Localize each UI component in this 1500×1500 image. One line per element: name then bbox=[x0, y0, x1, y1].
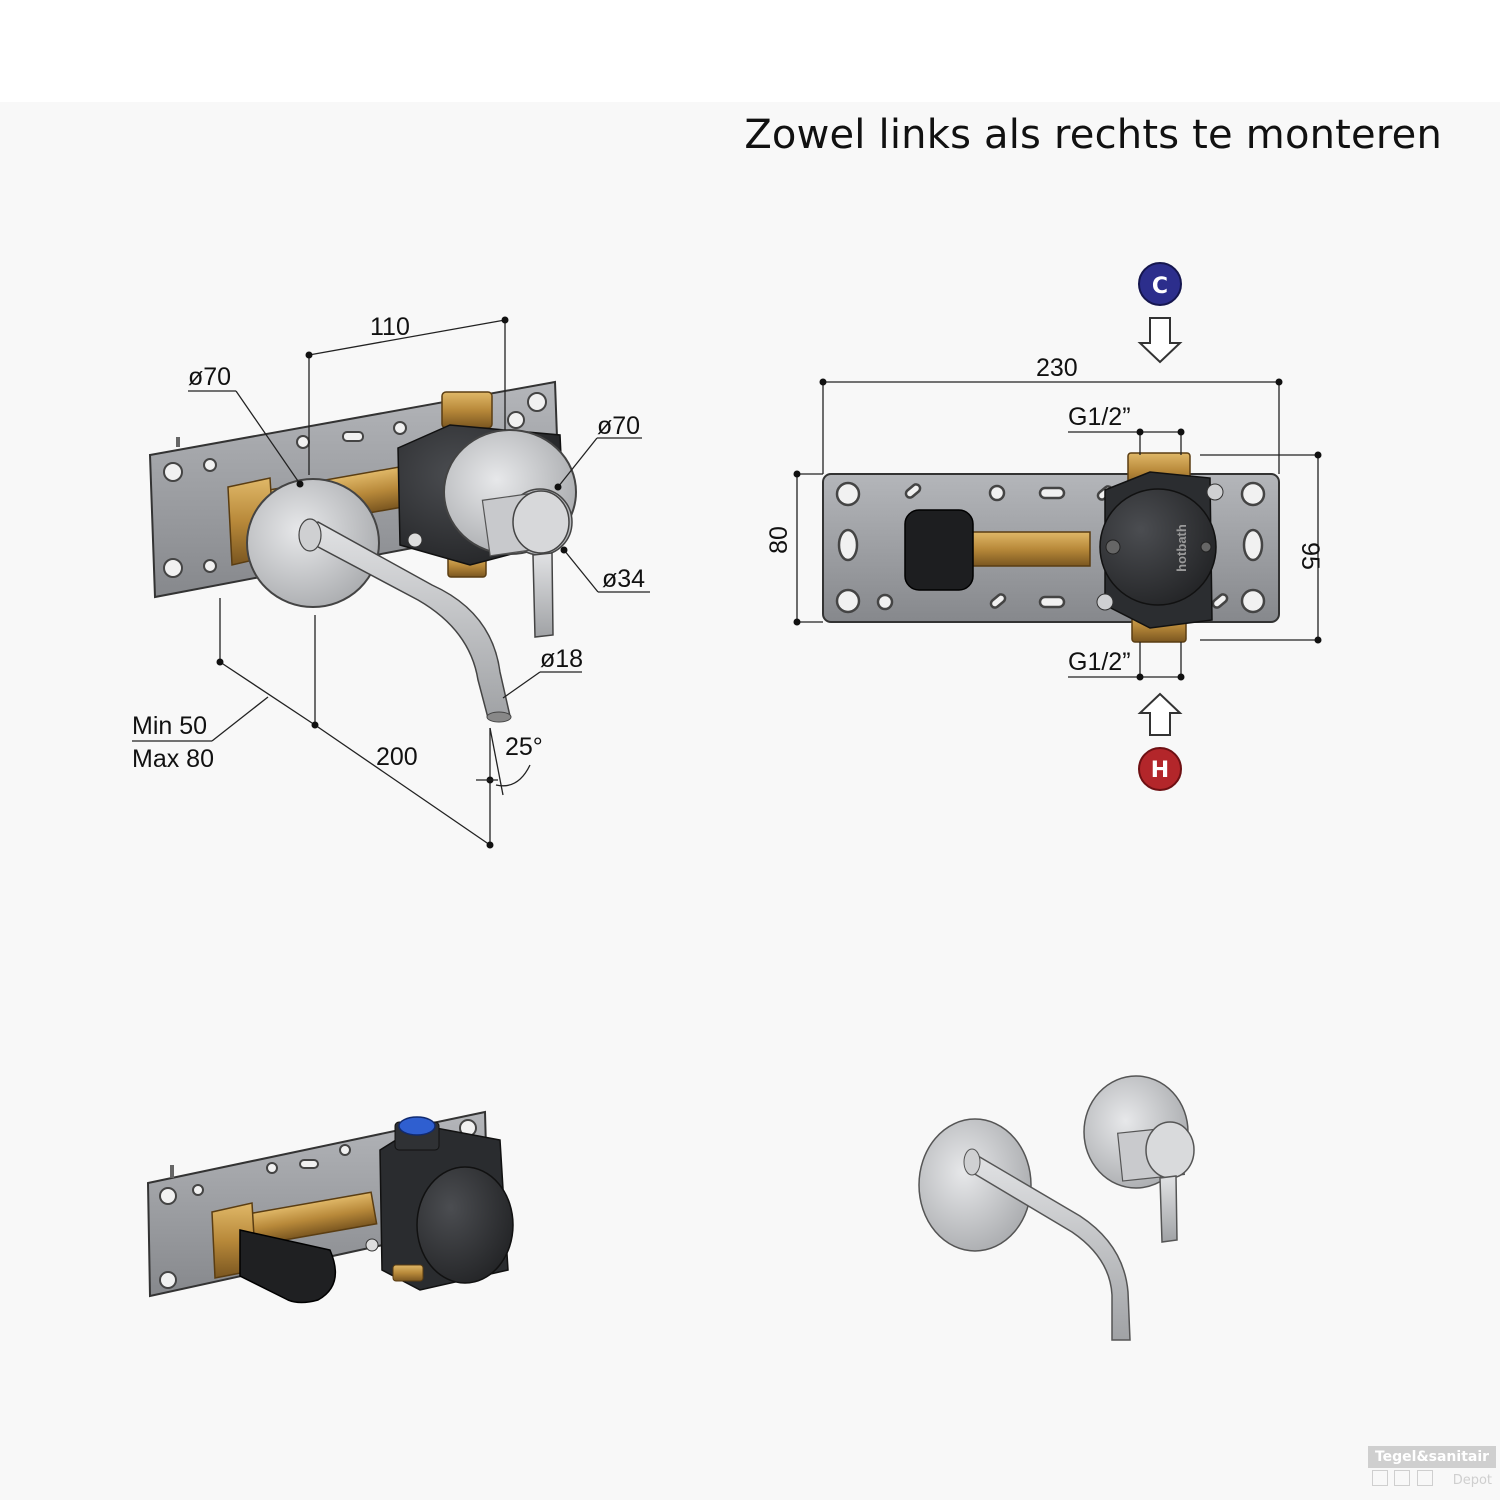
mixer-lever bbox=[532, 552, 554, 638]
concealed-body-perspective bbox=[146, 1110, 514, 1304]
dimension-lines-right bbox=[793, 378, 1322, 681]
label-thread-bottom: G1/2” bbox=[1068, 648, 1131, 676]
label-230: 230 bbox=[1036, 354, 1078, 382]
dimension-lines-left bbox=[132, 316, 650, 849]
square-icon bbox=[1394, 1470, 1411, 1486]
label-dia34: ø34 bbox=[602, 565, 645, 593]
label-110: 110 bbox=[370, 313, 410, 341]
watermark-logo: Tegel&sanitair Depot bbox=[1368, 1446, 1496, 1496]
dimension-labels-right: 230 G1/2” G1/2” 80 95 bbox=[765, 354, 1324, 676]
label-dia70-left: ø70 bbox=[188, 363, 231, 391]
top-brass-nut bbox=[441, 391, 493, 429]
label-min: Min 50 bbox=[132, 712, 207, 740]
label-angle: 25° bbox=[505, 733, 543, 761]
valve-body-front bbox=[1099, 488, 1217, 606]
hot-icon bbox=[1138, 747, 1182, 791]
square-icon-2 bbox=[1416, 1470, 1433, 1486]
valve-cap bbox=[416, 1166, 514, 1284]
label-dia70-right: ø70 bbox=[597, 412, 640, 440]
label-max: Max 80 bbox=[132, 745, 214, 773]
lever-finished bbox=[1159, 1175, 1178, 1243]
arrow-up-icon bbox=[1137, 692, 1183, 736]
brand-print: hotbath bbox=[1174, 524, 1189, 572]
finished-tap-perspective bbox=[918, 1075, 1195, 1341]
outlet-plug bbox=[239, 1229, 337, 1304]
spout-finished bbox=[966, 1155, 1131, 1341]
arrow-down-icon bbox=[1137, 317, 1183, 364]
hot-water-indicator: H bbox=[1137, 692, 1183, 791]
brass-pipe-front bbox=[959, 531, 1091, 567]
cold-label: C bbox=[1152, 274, 1168, 299]
spout bbox=[303, 521, 511, 719]
label-80: 80 bbox=[765, 526, 793, 554]
dimension-labels-left: 110 ø70 ø70 ø34 ø18 Min 50 Max 80 200 25… bbox=[132, 313, 645, 773]
outlet-cap bbox=[904, 509, 974, 591]
watermark-bottom: Depot bbox=[1452, 1473, 1492, 1488]
watermark-top: Tegel&sanitair bbox=[1368, 1446, 1496, 1468]
spout-rosette-finished bbox=[918, 1118, 1032, 1252]
plate-front-view: hotbath bbox=[822, 452, 1280, 643]
drop-icon bbox=[1372, 1470, 1388, 1486]
label-thread-top: G1/2” bbox=[1068, 403, 1131, 431]
label-dia18: ø18 bbox=[540, 645, 583, 673]
label-95: 95 bbox=[1296, 542, 1324, 570]
mixer-assembly-perspective bbox=[148, 380, 577, 723]
blue-cap bbox=[398, 1116, 436, 1136]
hot-label: H bbox=[1151, 758, 1169, 783]
page-title: Zowel links als rechts te monteren bbox=[744, 112, 1442, 158]
cold-water-indicator: C bbox=[1137, 262, 1183, 364]
label-200: 200 bbox=[376, 743, 418, 771]
cold-icon bbox=[1138, 262, 1182, 306]
